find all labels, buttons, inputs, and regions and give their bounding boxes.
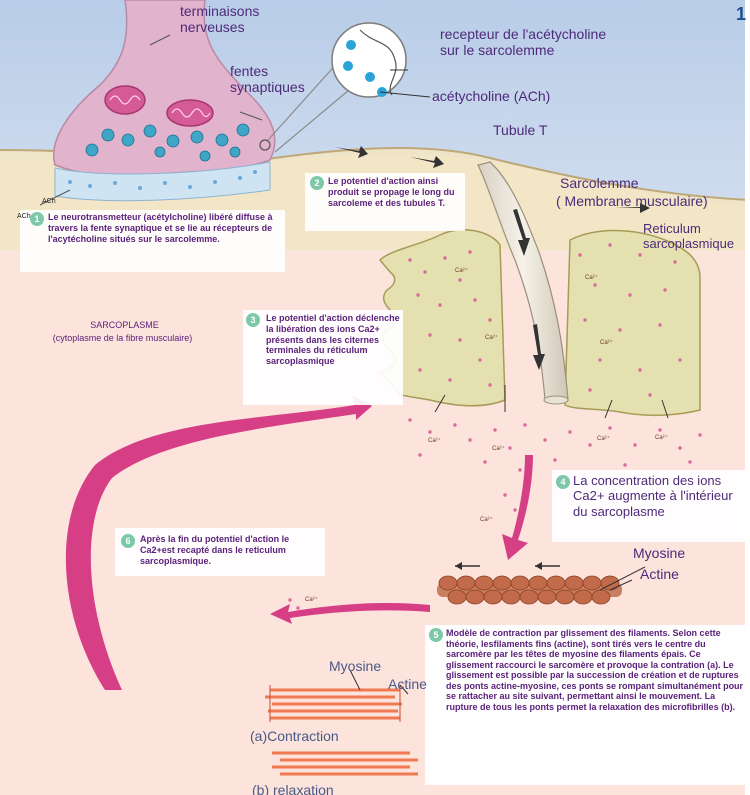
ca-label: Ca²⁺ xyxy=(485,335,498,342)
step-number-6: 6 xyxy=(121,534,135,548)
mitochondrion xyxy=(105,86,145,114)
label-synaptic-cleft: fentes synaptiques xyxy=(230,63,330,95)
label-membrane: ( Membrane musculaire) xyxy=(556,193,708,209)
label-sarcoplasm-sub: (cytoplasme de la fibre musculaire) xyxy=(10,333,235,343)
step-number-5: 5 xyxy=(429,628,443,642)
sarcoplasmic-reticulum-right xyxy=(565,231,700,416)
ca-label: Ca²⁺ xyxy=(480,517,493,524)
ca-label: Ca²⁺ xyxy=(600,340,613,347)
label-sarcoplasm-title: SARCOPLASME xyxy=(22,320,227,330)
mitochondrion xyxy=(167,100,213,126)
label-acetylcholine: acétycholine (ACh) xyxy=(432,88,550,104)
ca-label: Ca²⁺ xyxy=(492,446,505,453)
step-text-3: Le potentiel d'action déclenche la libér… xyxy=(266,313,401,367)
label-ach-1: ACh xyxy=(17,213,31,221)
label-receptor: recepteur de l'acétycholine sur le sarco… xyxy=(440,26,610,58)
ca-label: Ca²⁺ xyxy=(597,436,610,443)
step-text-2: Le potentiel d'action ainsi produit se p… xyxy=(328,176,465,208)
step-number-1: 1 xyxy=(30,212,44,226)
label-reticulum: Reticulum sarcoplasmique xyxy=(643,222,750,252)
label-actin: Actine xyxy=(640,566,679,582)
label-t-tubule: Tubule T xyxy=(493,122,547,138)
step-text-1: Le neurotransmetteur (acétylcholine) lib… xyxy=(48,212,283,244)
ca-label: Ca²⁺ xyxy=(305,597,318,604)
label-sarcolemma: Sarcolemme xyxy=(560,175,639,191)
ca-label: Ca²⁺ xyxy=(585,275,598,282)
label-myosin: Myosine xyxy=(633,545,685,561)
step-number-2: 2 xyxy=(310,176,324,190)
ca-label: Ca²⁺ xyxy=(655,435,668,442)
label-ach-2: ACh xyxy=(42,198,56,206)
step-number-3: 3 xyxy=(246,313,260,327)
step-text-5: Modèle de contraction par glissement des… xyxy=(446,628,746,712)
label-nerve-terminals: terminaisons nerveuses xyxy=(180,3,280,35)
step-text-4: La concentration des ions Ca2+ augmente … xyxy=(573,473,748,519)
label-relaxation: (b) relaxation xyxy=(252,782,334,795)
step-text-6: Après la fin du potentiel d'action le Ca… xyxy=(140,534,320,566)
label-myosin-2: Myosine xyxy=(329,658,381,674)
step-number-4: 4 xyxy=(556,475,570,489)
svg-text:1: 1 xyxy=(736,4,746,24)
label-actin-2: Actine xyxy=(388,676,427,692)
ca-label: Ca²⁺ xyxy=(428,438,441,445)
label-contraction: (a)Contraction xyxy=(250,728,339,744)
ca-label: Ca²⁺ xyxy=(455,268,468,275)
